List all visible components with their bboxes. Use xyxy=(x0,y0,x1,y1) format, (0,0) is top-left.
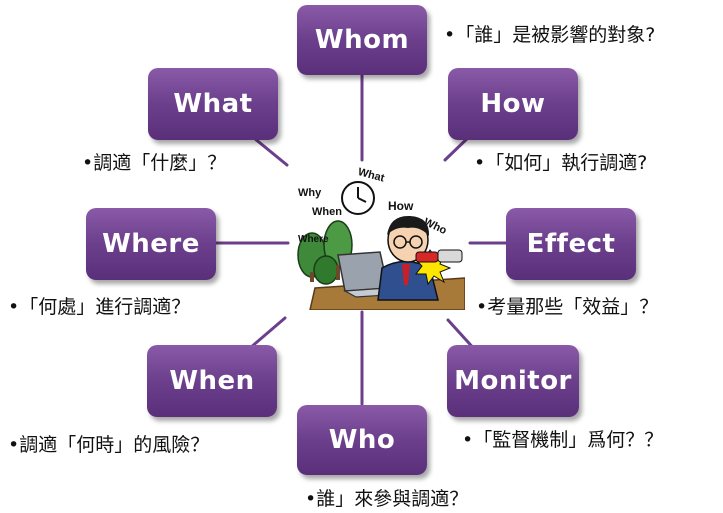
node-when-label: When xyxy=(169,366,255,396)
node-what-label: What xyxy=(173,89,253,119)
node-where: Where xyxy=(86,208,216,280)
caption-effect: •考量那些「效益」？ xyxy=(476,296,659,318)
caption-who: •誰」來參與調適？ xyxy=(305,488,469,510)
node-whom-label: Whom xyxy=(314,25,410,55)
caption-where: •「何處」進行調適？ xyxy=(8,296,191,318)
node-how: How xyxy=(448,68,578,140)
node-where-label: Where xyxy=(102,229,200,259)
node-effect-label: Effect xyxy=(526,229,616,259)
node-monitor-label: Monitor xyxy=(454,366,572,396)
car-crash-icon xyxy=(415,249,463,286)
caption-monitor: •「監督機制」爲何？？ xyxy=(462,429,664,451)
node-who: Who xyxy=(297,405,427,475)
node-how-label: How xyxy=(480,89,546,119)
word-where: Where xyxy=(298,234,329,245)
word-why: Why xyxy=(298,187,322,199)
connector-what xyxy=(252,136,289,167)
word-how: How xyxy=(388,199,414,213)
clock-icon xyxy=(341,181,375,215)
node-effect: Effect xyxy=(506,208,636,280)
caption-whom: •「誰」是被影響的對象? xyxy=(444,24,656,46)
connector-when xyxy=(248,316,287,350)
node-monitor: Monitor xyxy=(447,345,579,417)
thinking-person-illustration: Why What When How Where Who xyxy=(297,166,465,310)
caption-when: •調適「何時」的風險？ xyxy=(8,434,210,456)
node-when: When xyxy=(147,345,277,417)
caption-what: •調適「什麼」？ xyxy=(82,152,227,174)
node-who-label: Who xyxy=(328,425,396,455)
word-when: When xyxy=(312,206,342,218)
caption-how: •「如何」執行調適? xyxy=(474,152,648,174)
node-what: What xyxy=(148,68,278,140)
node-whom: Whom xyxy=(297,5,427,75)
